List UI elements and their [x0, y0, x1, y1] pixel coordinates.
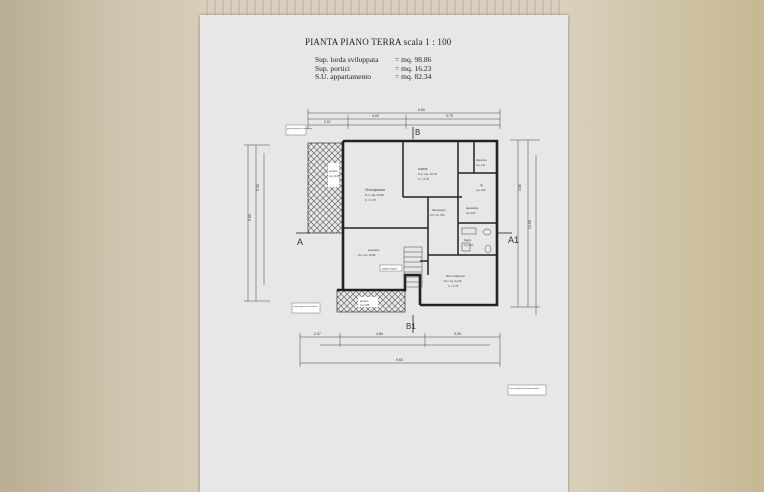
- west-porch: [307, 142, 344, 234]
- note-box-corner: [507, 384, 547, 396]
- bottom-dimension-lines: [299, 333, 501, 367]
- dim-bottom-c: 3.25: [454, 332, 461, 336]
- left-dimension-lines: [244, 144, 270, 302]
- room-hallway-area: S.U. mq. 3.51: [430, 214, 445, 217]
- west-porch-name: portico: [329, 169, 338, 173]
- room-bedroom-area: S.U. mq. 14.40: [444, 279, 462, 283]
- summary-label: Sup. portici: [315, 63, 350, 73]
- room-pantry-name: dispensa: [476, 158, 487, 162]
- note-porch-top: pilastri portico in muratura: [287, 127, 313, 130]
- room-entrance-area: S.U. mq. 10.90: [358, 253, 376, 257]
- section-mark-b: B: [415, 128, 420, 137]
- top-dimension-lines: [307, 109, 501, 129]
- section-mark-b1: B1: [406, 322, 416, 331]
- summary-label: S.U. appartamento: [315, 72, 372, 82]
- dim-left-total: 9.80: [248, 214, 252, 221]
- west-porch-label-box: [328, 163, 339, 187]
- dim-top-b: 4.00: [372, 114, 379, 118]
- room-living-height: h. = 2.70: [365, 198, 376, 202]
- south-porch-label-box: [358, 297, 378, 307]
- stairs: [403, 246, 423, 288]
- room-bathroom-area: mq. 5.23: [464, 244, 474, 247]
- room-bathroom-name: bagno: [464, 238, 472, 242]
- stairs-note: scala in legno: [382, 268, 397, 271]
- dim-right-a: 3.85: [518, 184, 522, 191]
- room-storage-name: rip: [480, 183, 483, 187]
- dim-left-a: 5.20: [256, 184, 260, 191]
- right-dimension-lines: [510, 139, 540, 315]
- floor-plan-page: PIANTA PIANO TERRA scala 1 : 100 Sup. lo…: [200, 15, 568, 492]
- room-storage-area: mq. 1.63: [476, 189, 486, 192]
- note-box-top: [285, 124, 307, 136]
- area-summary: Sup. lorda sviluppata = mq. 98.86 Sup. po…: [315, 55, 432, 82]
- room-laundry-name: lavanderia: [466, 206, 479, 210]
- note-corner: muro esterno di tamponamento: [509, 387, 540, 390]
- west-porch-area: mq. 10.35: [329, 175, 340, 178]
- summary-row: Sup. lorda sviluppata = mq. 98.86: [315, 55, 432, 65]
- table-surface-left: [0, 0, 200, 492]
- room-pantry-area: mq. 1.21: [476, 164, 486, 167]
- dim-top-a: 2.07: [324, 120, 331, 124]
- stairs-note-box: [379, 264, 403, 272]
- room-bedroom-height: h. = 2.70: [448, 284, 459, 288]
- room-hallway-name: disimpegno: [432, 208, 446, 212]
- room-living-name: Giorno/pranzo: [365, 188, 385, 192]
- room-laundry-area: mq. 3.83: [466, 212, 476, 215]
- summary-value: = mq. 16.23: [395, 63, 432, 73]
- summary-value: = mq. 82.34: [395, 72, 432, 82]
- room-bedroom-name: letto matrimon.: [446, 274, 466, 278]
- dim-bottom-a: 2.07: [314, 332, 321, 336]
- bathroom-fixtures: [461, 227, 492, 254]
- summary-label: Sup. lorda sviluppata: [315, 55, 379, 64]
- south-porch-area: mq. 5.88: [360, 304, 370, 307]
- summary-value: = mq. 98.86: [395, 55, 432, 64]
- table-surface-right: [564, 0, 764, 492]
- dim-bottom-b: 4.50: [376, 332, 383, 336]
- south-porch-name: portico: [360, 299, 369, 303]
- section-mark-a: A: [297, 237, 303, 247]
- room-living-area: S.U. mq. 33.56: [365, 193, 384, 197]
- section-lines: [296, 127, 512, 333]
- dim-bottom-total: 9.60: [396, 358, 403, 362]
- note-box-bottom: [291, 302, 321, 314]
- dim-top-total: 9.60: [418, 108, 425, 112]
- room-kitchen-name: cucina: [418, 167, 427, 171]
- dim-right-total: 10.58: [528, 220, 532, 229]
- room-kitchen-area: S.U. mq. 10.79: [418, 172, 437, 176]
- plan-title: PIANTA PIANO TERRA scala 1 : 100: [305, 37, 452, 47]
- summary-row: S.U. appartamento = mq. 82.34: [315, 73, 431, 82]
- section-mark-a1: A1: [508, 235, 519, 245]
- room-kitchen-height: h. = 2.70: [418, 177, 429, 181]
- summary-row: Sup. portici = mq. 16.23: [315, 63, 432, 74]
- inner-walls: [343, 141, 497, 275]
- room-entrance-name: ingresso: [368, 248, 380, 252]
- note-porch-bottom: pilastri portici in muratura: [293, 305, 318, 308]
- floor-plan-drawing: 9.60 2.07 4.00 3.75 9.80 5.20 10.58 3.85: [244, 108, 547, 396]
- dim-top-c: 3.75: [446, 114, 453, 118]
